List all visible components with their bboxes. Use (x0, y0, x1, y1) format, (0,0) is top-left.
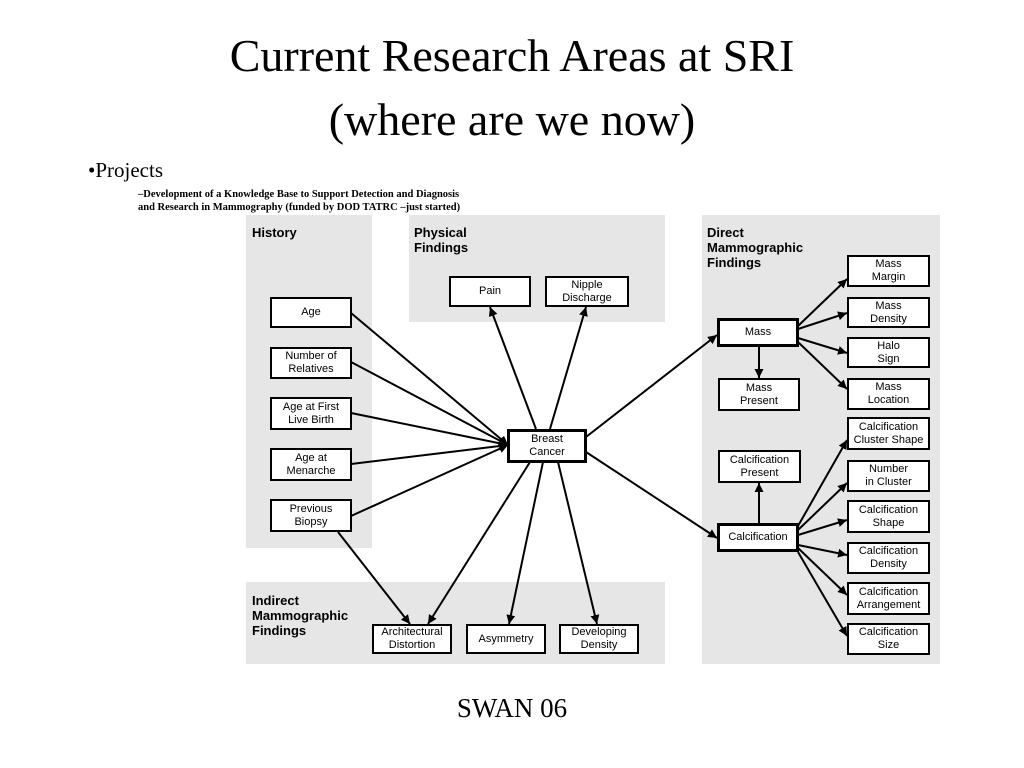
node-previous-biopsy: Previous Biopsy (270, 499, 352, 532)
edge-relatives-to-cancer (350, 361, 509, 446)
node-calcification-present: Calcification Present (718, 450, 801, 483)
node-mass-present: Mass Present (718, 378, 800, 411)
node-calcification-cluster-shape: Calcification Cluster Shape (847, 417, 930, 450)
node-number-of-relatives: Number of Relatives (270, 347, 352, 379)
edge-age-to-cancer (350, 312, 509, 446)
edge-cancer-to-nipple (549, 306, 588, 430)
projects-bullet: •Projects (88, 158, 164, 182)
node-age-at-first-live-birth: Age at First Live Birth (270, 397, 352, 430)
node-calcification-density: Calcification Density (847, 542, 930, 574)
edge-menarche-to-cancer (350, 441, 509, 465)
node-calcification: Calcification (717, 523, 799, 552)
direct-findings-label: Direct Mammographic Findings (707, 225, 804, 270)
node-breast-cancer: Breast Cancer (507, 429, 587, 463)
node-calcification-arrangement: Calcification Arrangement (847, 582, 930, 615)
history-label: History (252, 225, 297, 240)
node-age-at-menarche: Age at Menarche (270, 448, 352, 481)
edge-first-birth-to-cancer (350, 412, 509, 448)
node-calcification-shape: Calcification Shape (847, 500, 930, 533)
node-age: Age (270, 297, 352, 328)
edge-cancer-to-mass (585, 334, 718, 438)
physical-findings-label: Physical Findings (414, 225, 469, 255)
node-calcification-size: Calcification Size (847, 623, 930, 655)
project-subbullet-line2: and Research in Mammography (funded by D… (138, 202, 461, 213)
node-architectural-distortion: Architectural Distortion (372, 624, 452, 654)
slide-title-line1: Current Research Areas at SRI (229, 30, 795, 81)
node-mass: Mass (717, 318, 799, 347)
edge-cancer-to-pain (488, 306, 537, 430)
edge-biopsy-to-cancer (350, 444, 509, 517)
node-pain: Pain (449, 276, 531, 307)
slide-title-line2: (where are we now) (328, 94, 696, 145)
node-developing-density: Developing Density (559, 624, 639, 654)
project-subbullet-line1: –Development of a Knowledge Base to Supp… (138, 189, 460, 200)
edge-cancer-to-calcification (585, 451, 718, 539)
node-asymmetry: Asymmetry (466, 624, 546, 654)
slide-footer: SWAN 06 (456, 693, 568, 723)
node-mass-margin: Mass Margin (847, 255, 930, 287)
node-mass-density: Mass Density (847, 297, 930, 328)
node-halo-sign: Halo Sign (847, 337, 930, 368)
indirect-findings-label: Indirect Mammographic Findings (252, 593, 349, 638)
node-number-in-cluster: Number in Cluster (847, 460, 930, 492)
node-mass-location: Mass Location (847, 378, 930, 410)
node-nipple-discharge: Nipple Discharge (545, 276, 629, 307)
